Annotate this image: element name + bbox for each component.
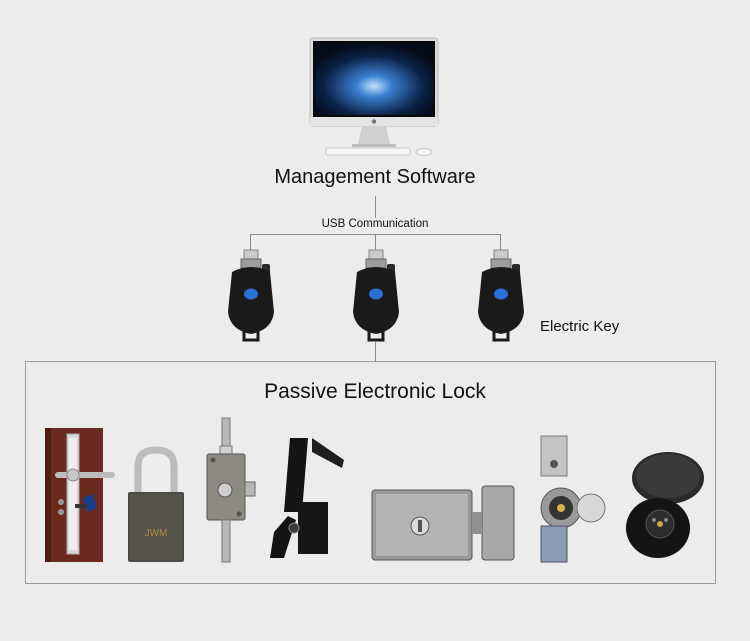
usb-communication-label: USB Communication [0, 218, 750, 230]
rim-latch-lock-image [205, 418, 255, 562]
cam-lock-image [527, 436, 609, 562]
swing-handle-lock-image [268, 432, 348, 560]
electric-key-icon [472, 250, 530, 342]
computer-image [300, 36, 450, 158]
electric-rim-lock-image [372, 486, 516, 562]
electric-key-icon [222, 250, 280, 342]
passive-electronic-lock-label: Passive Electronic Lock [0, 380, 750, 404]
electric-key-label: Electric Key [540, 318, 619, 335]
round-cabinet-lock-image [622, 452, 706, 560]
management-software-label: Management Software [0, 166, 750, 189]
key-to-lock-connector [375, 342, 376, 362]
padlock-image: JWM [128, 448, 184, 562]
padlock-brand-text: JWM [145, 528, 168, 539]
electric-key-icon [347, 250, 405, 342]
door-lock-image [45, 428, 115, 562]
software-connector-line [375, 196, 376, 218]
